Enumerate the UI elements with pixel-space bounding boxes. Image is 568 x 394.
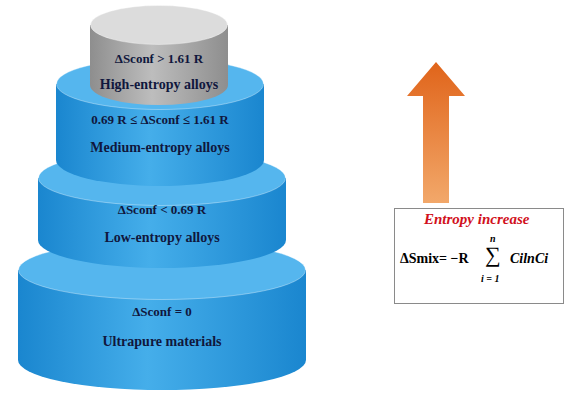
formula-heading: Entropy increase [424, 212, 529, 227]
box-border [395, 209, 564, 304]
formula-box: Entropy increaseΔSmix= −R n∑ i = 1 CilnCi [394, 208, 564, 304]
entropy-tier: ΔSconf > 1.61 R High-entropy alloys [90, 5, 228, 105]
formula-part: CilnCi [510, 252, 548, 266]
tier-label: Medium-entropy alloys [56, 140, 264, 156]
cylinder-top [57, 59, 264, 110]
cylinder-top [39, 151, 286, 206]
formula-part: ∑ [485, 244, 501, 266]
tier-label: Low-entropy alloys [38, 230, 286, 246]
formula-part: n [490, 234, 496, 244]
entropy-range: 0.69 R ≤ ΔSconf ≤ 1.61 R [56, 112, 264, 128]
formula-part: i = 1 [481, 274, 499, 284]
entropy-arrow [407, 62, 465, 203]
entropy-range: ΔSconf > 1.61 R [90, 51, 228, 67]
entropy-range: ΔSconf = 0 [18, 304, 306, 320]
cylinder-top [19, 241, 306, 300]
formula-part: ΔSmix= −R [400, 252, 469, 266]
tier-label: High-entropy alloys [90, 77, 228, 93]
cylinder-top [91, 6, 228, 45]
tier-label: Ultrapure materials [18, 334, 306, 350]
entropy-range: ΔSconf < 0.69 R [38, 202, 286, 218]
